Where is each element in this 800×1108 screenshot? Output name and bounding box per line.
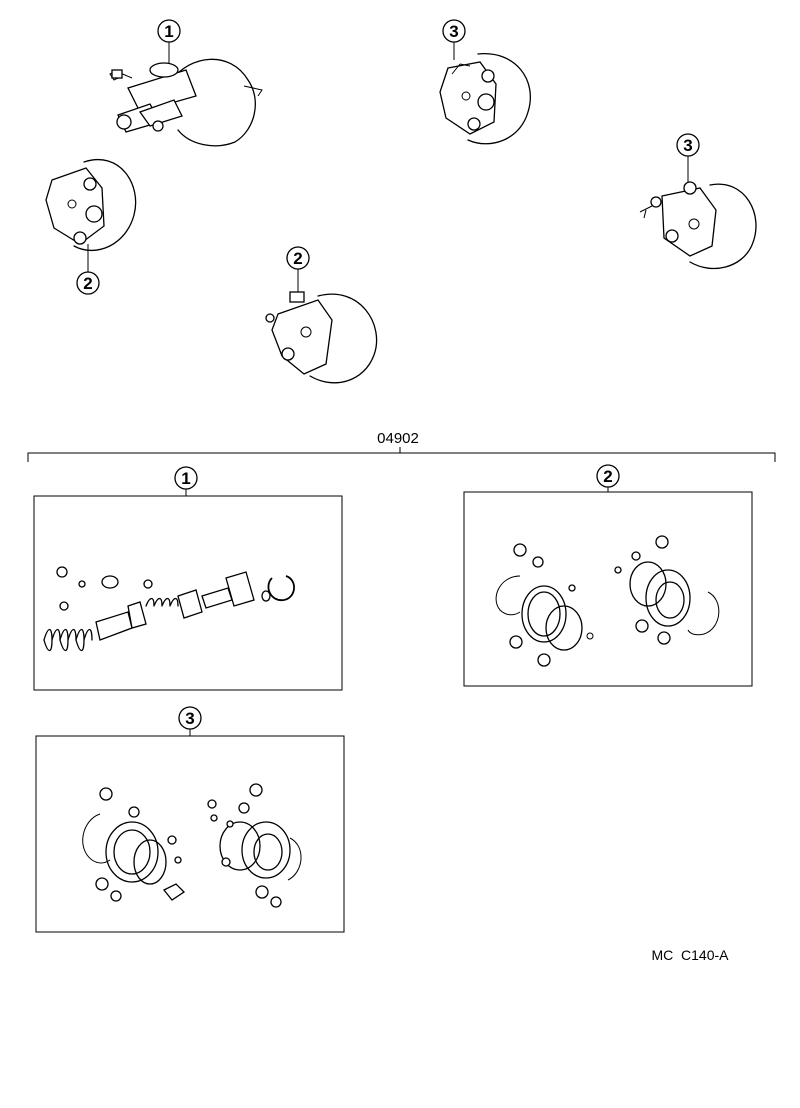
front-left-caliper: 2: [45, 159, 137, 295]
kit-3-rear-caliper-seal-kit: 3: [35, 706, 345, 933]
callout-master-cylinder: 1: [164, 22, 173, 41]
figure-code: MC C140-A: [651, 947, 729, 963]
master-cylinder-assembly: 1: [109, 19, 263, 147]
kit-2-front-caliper-seal-kit: 2: [463, 464, 753, 687]
rear-right-caliper: 3: [639, 133, 757, 270]
front-center-caliper: 2: [265, 246, 378, 384]
kit-2-frame: [463, 491, 753, 687]
kit-3-callout: 3: [185, 709, 194, 728]
kit-3-frame: [35, 735, 345, 933]
kit-1-master-cylinder-repair-kit: 1: [33, 466, 343, 691]
rear-top-caliper: 3: [439, 19, 531, 145]
callout-front-center-caliper: 2: [293, 249, 302, 268]
kit-1-callout: 1: [181, 469, 190, 488]
kit-2-callout: 2: [603, 467, 612, 486]
callout-rear-top-caliper: 3: [449, 22, 458, 41]
kit-group-bracket: 04902: [27, 430, 776, 462]
kit-1-frame: [33, 495, 343, 691]
group-label: 04902: [377, 430, 419, 447]
callout-front-left-caliper: 2: [83, 274, 92, 293]
callout-rear-right-caliper: 3: [683, 136, 692, 155]
